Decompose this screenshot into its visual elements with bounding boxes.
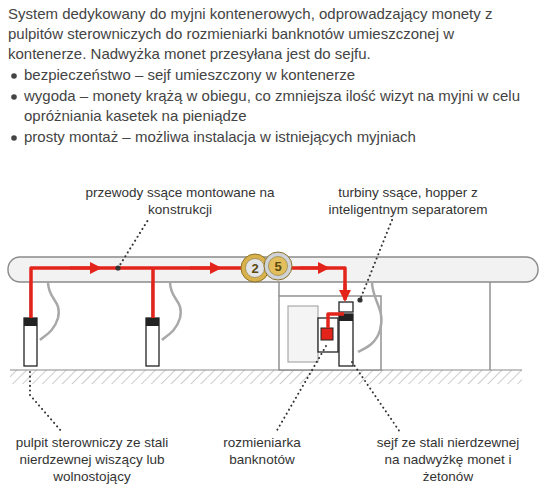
callout-label: turbiny ssące, hopper z inteligentnym se… bbox=[308, 184, 508, 218]
bullet-dot bbox=[10, 134, 18, 142]
ground bbox=[10, 370, 522, 384]
bullet-text: prosty montaż – możliwa instalacja w ist… bbox=[24, 127, 536, 147]
container-door bbox=[288, 306, 318, 362]
control-panels bbox=[24, 318, 159, 366]
coin: 5 bbox=[263, 251, 293, 281]
bullet-text: wygoda – monety krążą w obiegu, co zmnie… bbox=[24, 86, 536, 126]
leader-lines bbox=[30, 220, 400, 432]
bullet-dot bbox=[10, 93, 18, 101]
container bbox=[279, 296, 381, 370]
coin-flow-line bbox=[31, 268, 345, 328]
flow-arrows bbox=[70, 268, 345, 296]
leader-dots bbox=[115, 265, 362, 302]
bullet-text: bezpieczeństwo – sejf umieszczony w kont… bbox=[24, 65, 536, 85]
callout-label: przewody ssące montowane na konstrukcji bbox=[85, 184, 275, 218]
callout-label: rozmieniarka banknotów bbox=[202, 434, 322, 468]
hoses bbox=[40, 282, 381, 352]
safe bbox=[339, 314, 353, 366]
bullet-dot bbox=[10, 72, 18, 80]
hopper bbox=[339, 302, 353, 312]
callout-label: pulpit sterowniczy ze stali nierdzewnej … bbox=[7, 434, 177, 485]
canopy-posts bbox=[30, 282, 490, 370]
callout-label: sejf ze stali nierdzewnej na nadwyżkę mo… bbox=[373, 434, 523, 485]
intro-paragraph: System dedykowany do myjni kontenerowych… bbox=[8, 4, 536, 64]
coin-value: 5 bbox=[263, 251, 293, 274]
